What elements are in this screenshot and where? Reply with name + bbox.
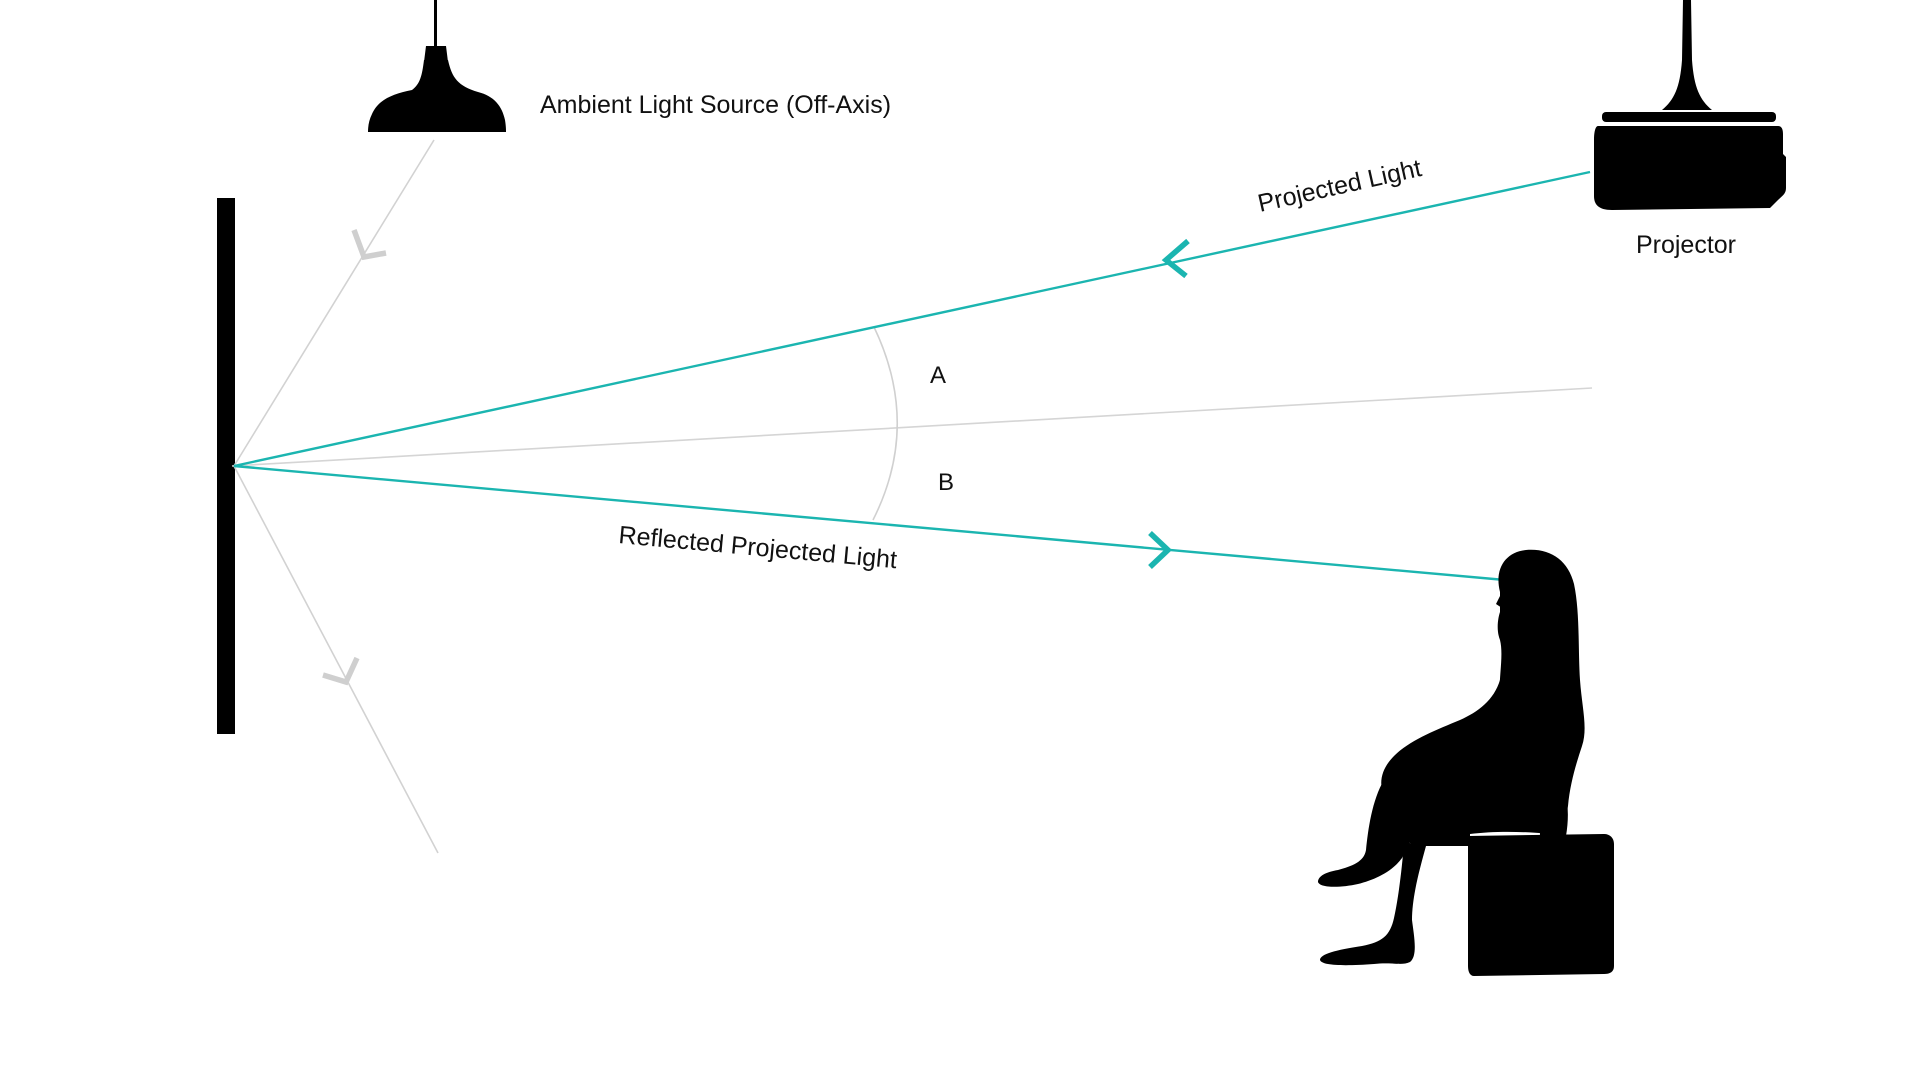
reflected-light-ray	[233, 464, 1506, 582]
ambient-incident-arrow	[351, 229, 387, 261]
pendant-lamp-icon	[368, 0, 506, 132]
ambient-incident-ray	[233, 139, 435, 467]
ambient-reflected-ray	[233, 465, 439, 854]
projected-light-ray	[233, 170, 1591, 468]
screen-normal-line	[231, 387, 1593, 467]
reflected-light-arrow	[1148, 531, 1173, 569]
angle-b-label: B	[938, 469, 954, 496]
ceiling-projector-icon	[1594, 0, 1786, 210]
ambient-light-label: Ambient Light Source (Off-Axis)	[540, 91, 891, 119]
projector-label: Projector	[1636, 231, 1736, 259]
ambient-reflected-arrow	[322, 656, 360, 686]
angle-a-label: A	[930, 362, 946, 389]
seated-person-silhouette-icon	[1318, 549, 1614, 976]
projected-light-arrow	[1161, 238, 1190, 279]
reflected-light-label: Reflected Projected Light	[617, 521, 898, 574]
projected-light-label: Projected Light	[1255, 154, 1424, 218]
projection-screen	[217, 198, 235, 734]
angle-arc	[872, 326, 898, 521]
